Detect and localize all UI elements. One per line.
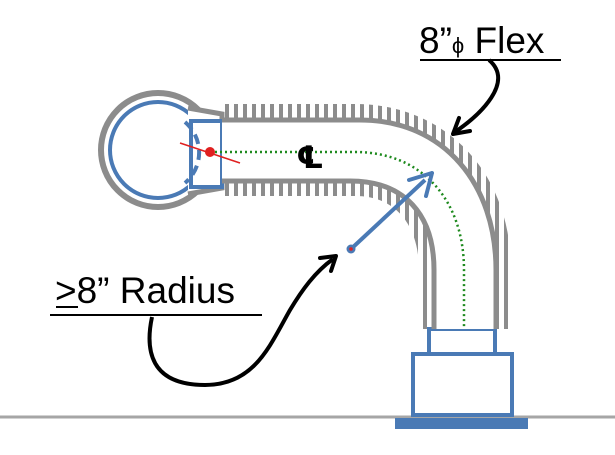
flex-phi-symbol: ϕ [452,33,464,58]
register-base-plate [395,418,528,429]
radius-leader-arrowhead [318,254,338,273]
register-box [411,352,514,417]
radius-label: >8” Radius [55,270,235,311]
radius-text: 8” Radius [77,270,235,311]
flex-leader-arrowhead [451,116,472,136]
flex-label: 8”ϕ Flex [419,20,545,61]
centerline-symbol: ℄ [296,140,324,175]
takeoff-dashed-arc [183,120,202,185]
radius-arrow-shaft [349,178,427,251]
radius-leader-line [147,257,335,388]
register-collar [427,327,497,356]
flex-duct-wall-inner [222,178,437,329]
trunk-center-dot [205,147,215,157]
flex-word-text: Flex [464,20,545,61]
radius-arrow-head [407,171,434,198]
flex-leader-line [453,58,501,134]
centerline-dotted [210,150,466,329]
radius-center-dot-core [349,247,353,251]
flex-size-text: 8” [419,20,452,61]
flex-duct-wall-outer [222,117,499,329]
radius-ge-symbol: > [55,270,77,311]
